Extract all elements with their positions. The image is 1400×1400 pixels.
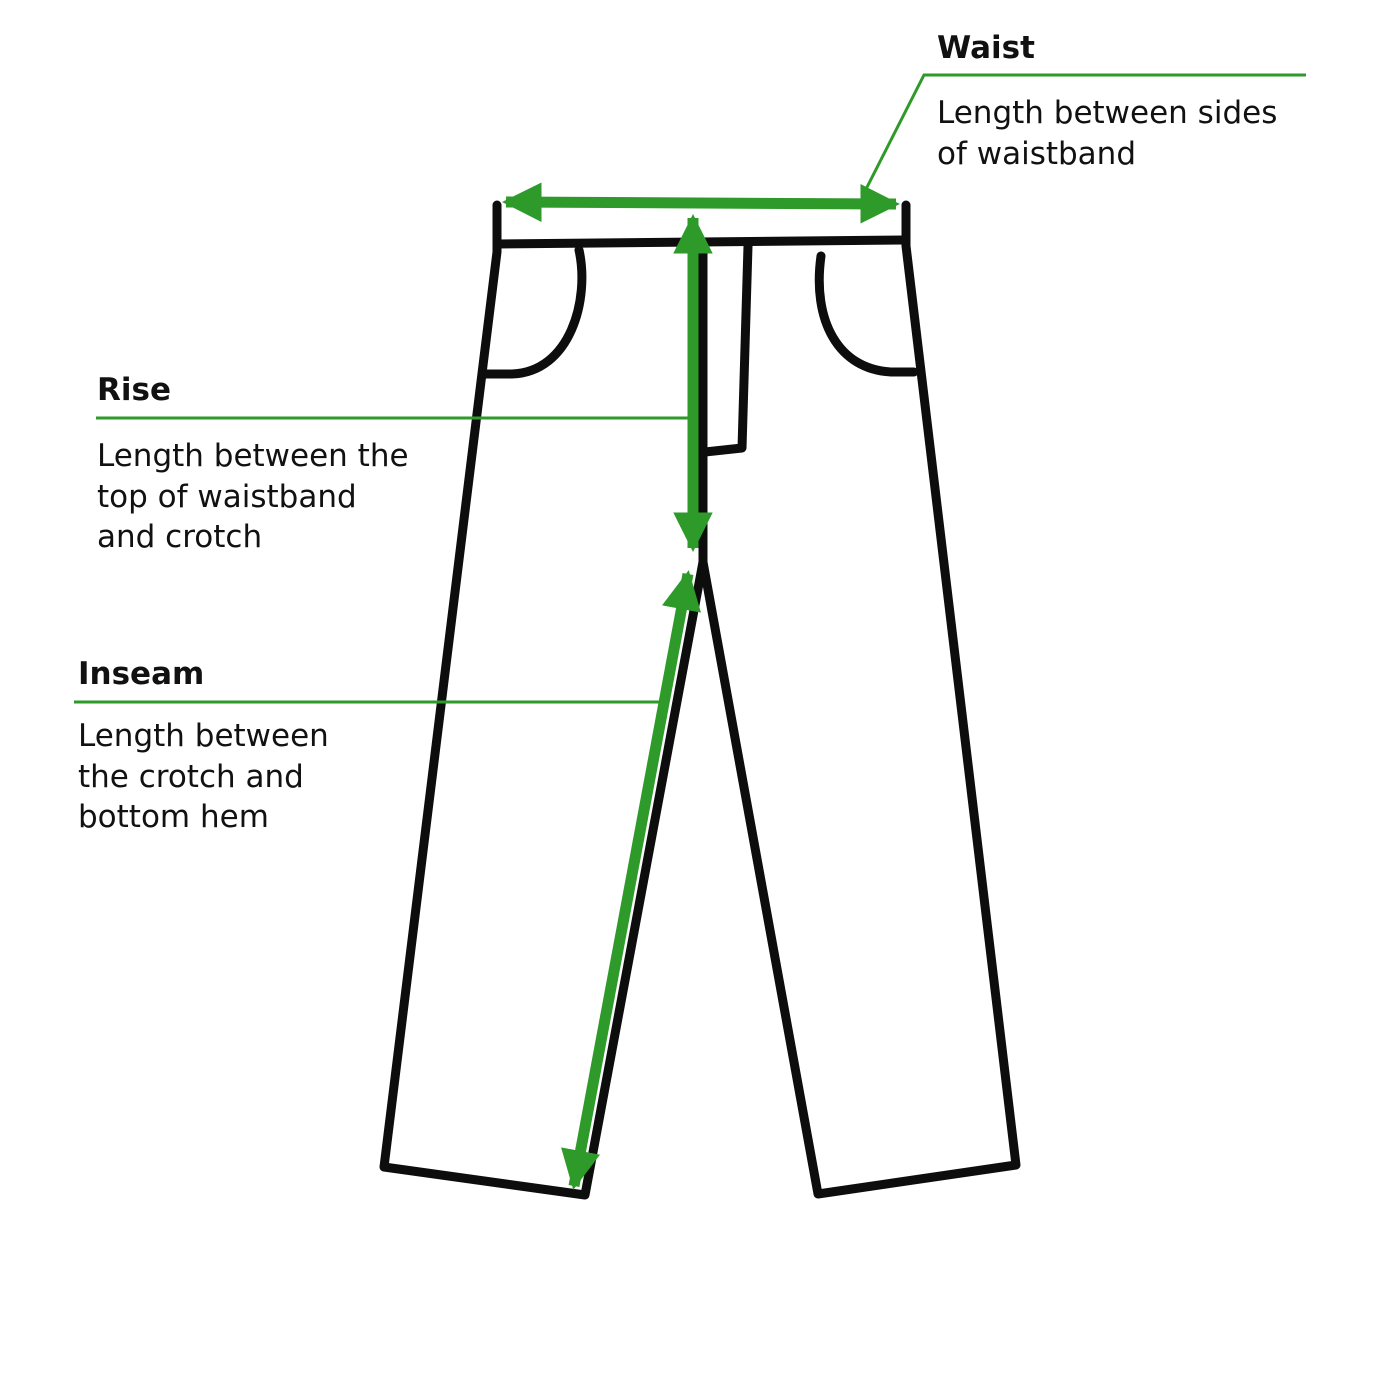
measurement-arrows (502, 182, 900, 1190)
inseam-title: Inseam (78, 656, 205, 692)
inseam-measurement-arrow (561, 570, 701, 1190)
fly-flap (700, 241, 753, 457)
pants-right-outer-edge (698, 200, 1021, 1199)
waist-measurement-arrow (502, 182, 900, 224)
pants-left-outer-edge (379, 200, 708, 1200)
inseam-description: Length between the crotch and bottom hem (78, 718, 329, 835)
left-front-pocket (481, 245, 587, 379)
rise-description: Length between the top of waistband and … (97, 438, 409, 555)
pants-outline (379, 200, 1021, 1200)
waist-description: Length between sides of waistband (937, 95, 1278, 172)
waist-title: Waist (937, 30, 1035, 66)
waist-callout-line (860, 73, 1306, 198)
right-front-pocket (814, 251, 919, 377)
rise-title: Rise (97, 372, 171, 408)
